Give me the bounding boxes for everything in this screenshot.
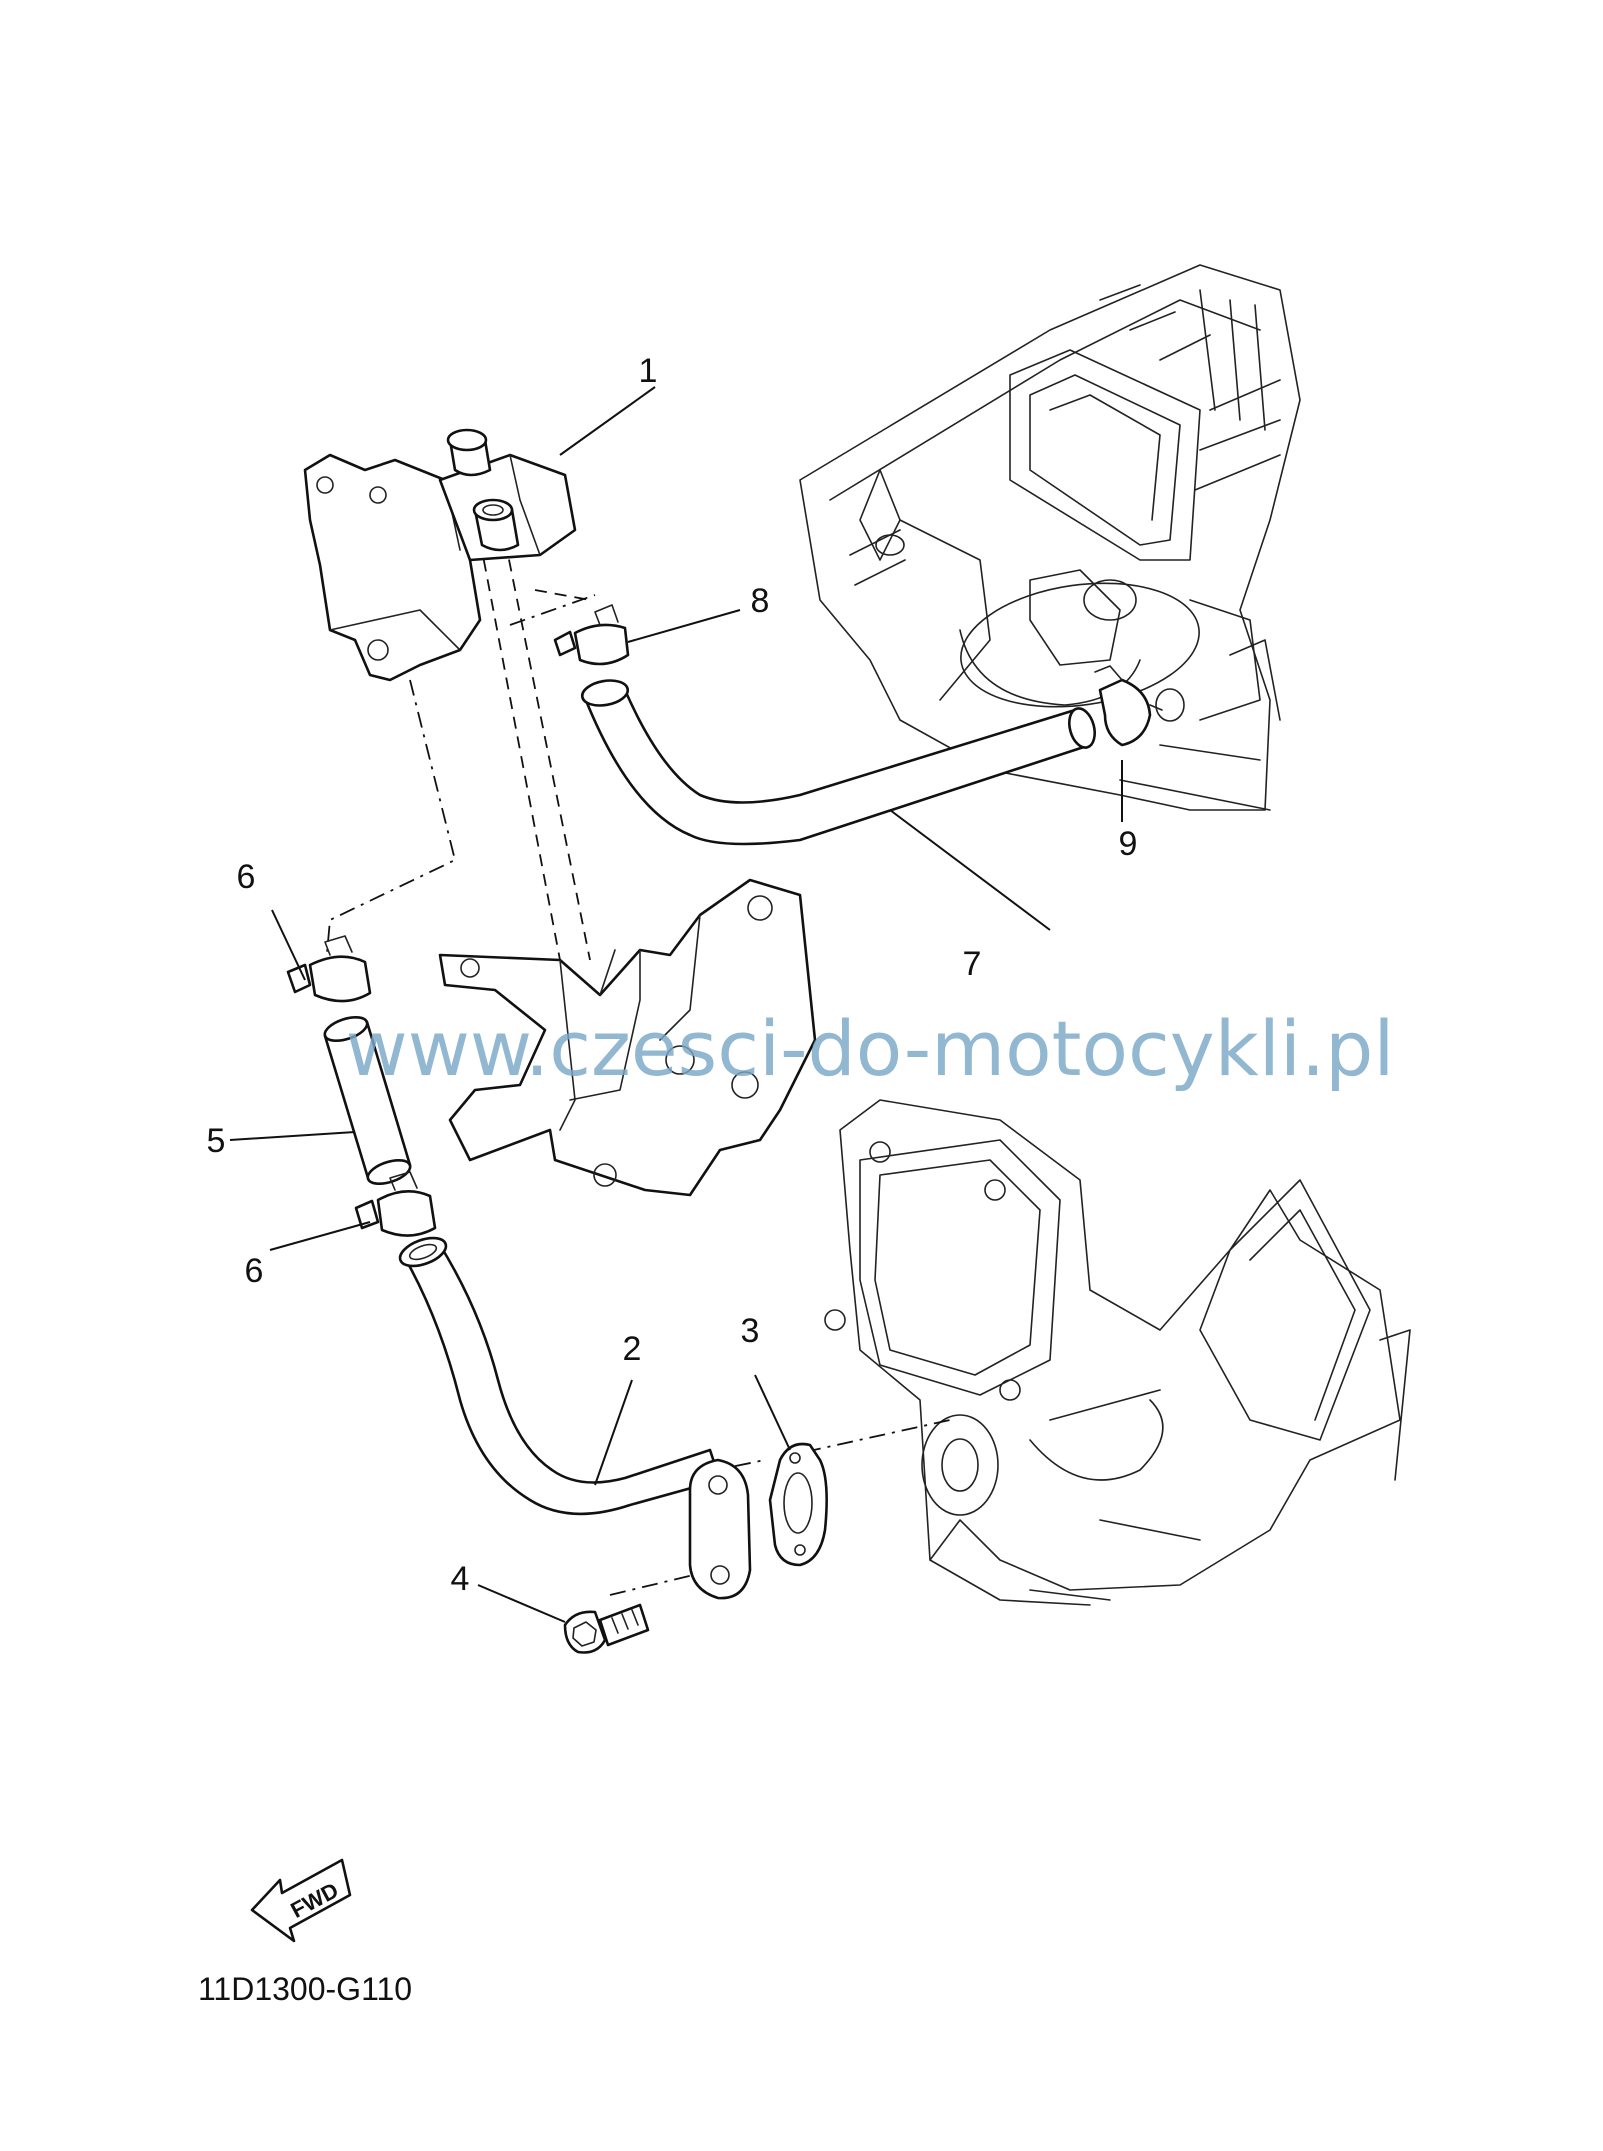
leader-lines bbox=[229, 386, 1123, 1623]
callout-6-lower: 6 bbox=[245, 1252, 264, 1290]
callout-6-upper: 6 bbox=[237, 858, 256, 896]
hose-clip-throttle bbox=[1094, 665, 1163, 747]
gasket bbox=[768, 1442, 828, 1567]
air-induction-valve bbox=[303, 428, 577, 682]
upper-engine-housing bbox=[799, 264, 1301, 811]
lower-engine-housing bbox=[824, 1099, 1411, 1606]
callout-7: 7 bbox=[963, 945, 982, 983]
callout-5: 5 bbox=[207, 1122, 226, 1160]
hose-clip-upper bbox=[553, 604, 630, 666]
hose-clip-6-lower bbox=[354, 1171, 437, 1237]
watermark-text: www.czesci-do-motocykli.pl bbox=[346, 1004, 1395, 1093]
callout-3: 3 bbox=[741, 1312, 760, 1350]
callout-8: 8 bbox=[751, 582, 770, 620]
air-pipe bbox=[398, 1236, 752, 1600]
callout-4: 4 bbox=[451, 1560, 470, 1598]
callout-labels: 1 2 3 4 5 6 6 7 8 9 bbox=[207, 352, 1138, 1598]
callout-1: 1 bbox=[639, 352, 658, 390]
fwd-arrow-icon: FWD bbox=[250, 1858, 352, 1943]
diagram-code: 11D1300-G110 bbox=[198, 1971, 412, 2007]
bolt bbox=[563, 1603, 650, 1654]
mounting-bracket bbox=[438, 878, 817, 1197]
callout-2: 2 bbox=[623, 1330, 642, 1368]
hose-upper bbox=[580, 679, 1096, 846]
callout-9: 9 bbox=[1119, 825, 1138, 863]
